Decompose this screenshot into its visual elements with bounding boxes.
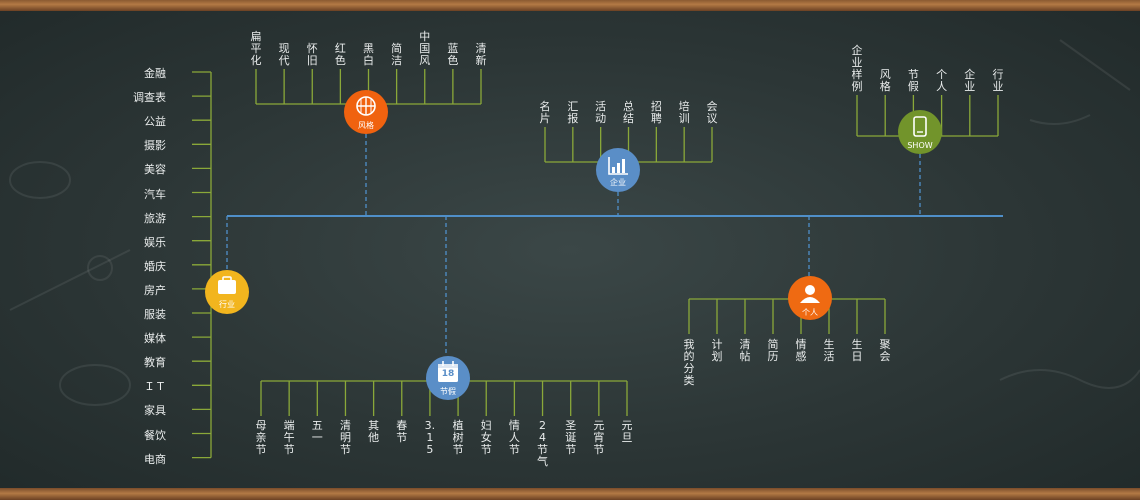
category-item[interactable]: 情人节 (508, 419, 520, 456)
node-style-label: 风格 (358, 121, 374, 130)
left-list-item[interactable]: 公益 (144, 115, 166, 129)
node-industry[interactable]: 行业 (205, 270, 249, 314)
bar-chart-icon (608, 157, 628, 175)
category-item[interactable]: 蓝色 (447, 42, 459, 67)
category-item[interactable]: 清明节 (339, 419, 351, 456)
category-item[interactable]: 现代 (278, 42, 290, 67)
grid-circle-icon (356, 96, 376, 116)
category-item[interactable]: 扁平化 (250, 30, 262, 67)
left-list-item[interactable]: 电商 (144, 452, 166, 466)
left-list-item[interactable]: 媒体 (144, 332, 166, 346)
phone-icon (913, 116, 927, 137)
category-item[interactable]: 黑白 (363, 42, 374, 67)
node-personal[interactable]: 个人 (788, 276, 832, 320)
left-list-item[interactable]: 调查表 (133, 91, 166, 105)
category-item[interactable]: 名片 (539, 100, 551, 125)
category-item[interactable]: 元旦 (621, 419, 633, 444)
category-item[interactable]: 植树节 (452, 419, 464, 456)
category-item[interactable]: 清帖 (739, 338, 751, 363)
left-list-item[interactable]: 服装 (144, 308, 166, 321)
category-item[interactable]: 红色 (334, 42, 346, 67)
category-item[interactable]: 会议 (706, 100, 718, 125)
left-list-item[interactable]: 娱乐 (144, 235, 166, 249)
node-personal-label: 个人 (802, 308, 818, 317)
left-list-item[interactable]: 教育 (144, 356, 166, 370)
category-item[interactable]: 春节 (396, 419, 408, 444)
briefcase-icon (218, 276, 236, 294)
category-item[interactable]: 母亲节 (255, 419, 267, 456)
node-enterprise[interactable]: 企业 (596, 148, 640, 192)
category-item[interactable]: 个人 (936, 68, 948, 93)
node-holiday-label: 节假 (440, 387, 456, 396)
category-item[interactable]: 计划 (711, 338, 723, 363)
category-item[interactable]: 端午节 (283, 419, 295, 456)
wood-frame-bottom (0, 488, 1140, 500)
category-item[interactable]: 圣诞节 (565, 419, 577, 456)
left-list-item[interactable]: 婚庆 (144, 259, 166, 273)
category-item[interactable]: 培训 (678, 100, 690, 125)
category-item[interactable]: 总结 (623, 100, 634, 125)
left-list-item[interactable]: 餐饮 (144, 428, 166, 442)
left-list-item[interactable]: 汽车 (144, 187, 166, 201)
category-item[interactable]: 节假 (907, 68, 919, 93)
category-item[interactable]: 中国风 (419, 30, 431, 67)
node-show[interactable]: SHOW (898, 110, 942, 154)
node-show-label: SHOW (907, 141, 933, 150)
category-item[interactable]: 风格 (879, 68, 891, 93)
category-item[interactable]: 聚会 (879, 338, 891, 363)
category-item[interactable]: 活动 (595, 100, 607, 125)
calendar-icon (438, 361, 458, 382)
category-item[interactable]: 生日 (851, 338, 863, 363)
left-list-item[interactable]: 房产 (144, 283, 166, 297)
node-enterprise-label: 企业 (610, 178, 626, 187)
left-list-item[interactable]: 美容 (144, 163, 166, 177)
category-item[interactable]: 其他 (368, 419, 380, 444)
left-list-item[interactable]: ＩＴ (144, 380, 166, 394)
category-item[interactable]: 企业 (964, 68, 976, 93)
node-style[interactable]: 风格 (344, 90, 388, 134)
category-item[interactable]: 招聘 (650, 100, 662, 125)
category-item[interactable]: 24节气 (537, 419, 549, 468)
category-item[interactable]: 妇女节 (480, 419, 492, 456)
left-list-item[interactable]: 旅游 (144, 211, 166, 225)
left-list-item[interactable]: 金融 (144, 67, 166, 80)
category-item[interactable]: 简洁 (391, 42, 403, 67)
category-item[interactable]: 五一 (311, 419, 323, 444)
category-item[interactable]: 生活 (823, 338, 835, 363)
category-item[interactable]: 我的分类 (683, 338, 695, 387)
category-item[interactable]: 3.15 (424, 419, 436, 456)
left-list-item[interactable]: 家具 (144, 404, 166, 418)
category-item[interactable]: 简历 (767, 338, 779, 363)
category-item[interactable]: 情感 (795, 338, 807, 363)
category-item[interactable]: 企业样例 (851, 44, 863, 93)
node-industry-label: 行业 (219, 300, 235, 309)
calendar-day-number: 18 (441, 369, 455, 379)
category-item[interactable]: 清新 (475, 42, 487, 67)
category-item[interactable]: 汇报 (567, 100, 579, 125)
category-item[interactable]: 元宵节 (593, 419, 605, 456)
category-item[interactable]: 行业 (992, 68, 1004, 93)
wood-frame-top (0, 0, 1140, 11)
category-item[interactable]: 怀旧 (306, 42, 318, 67)
left-list-item[interactable]: 摄影 (144, 139, 166, 153)
node-holiday[interactable]: 18 节假 (426, 356, 470, 400)
person-icon (800, 285, 820, 303)
